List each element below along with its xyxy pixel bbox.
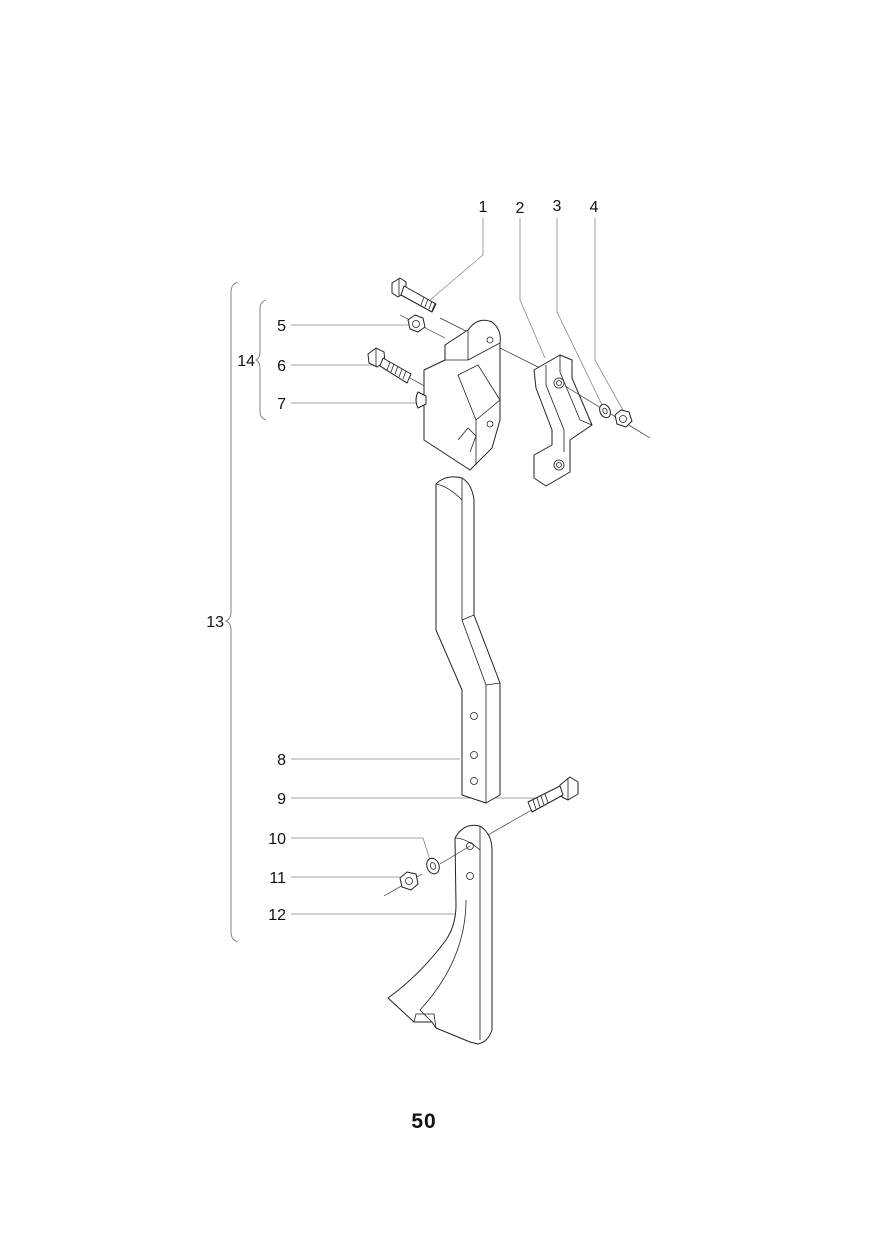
callout-2: 2 bbox=[516, 200, 525, 217]
callout-7: 7 bbox=[277, 396, 286, 413]
part-10-washer bbox=[426, 845, 471, 875]
callout-4: 4 bbox=[590, 199, 599, 216]
callouts: 1 2 3 4 5 6 7 8 9 10 11 12 13 14 bbox=[206, 198, 598, 924]
page-number: 50 bbox=[411, 1110, 436, 1133]
part-8-shank bbox=[435, 476, 501, 804]
callout-6: 6 bbox=[277, 358, 286, 375]
callout-3: 3 bbox=[553, 198, 562, 215]
callout-9: 9 bbox=[277, 791, 286, 808]
callout-8: 8 bbox=[277, 752, 286, 769]
part-9-bolt bbox=[487, 776, 579, 836]
part-4-nut bbox=[614, 409, 633, 428]
leader-lines bbox=[291, 218, 625, 915]
part-6-bolt bbox=[367, 347, 429, 389]
callout-10: 10 bbox=[268, 831, 286, 848]
callout-12: 12 bbox=[268, 907, 286, 924]
part-2-link-plate bbox=[533, 354, 651, 487]
callout-5: 5 bbox=[277, 318, 286, 335]
callout-1: 1 bbox=[479, 199, 488, 216]
part-5-nut bbox=[399, 314, 446, 339]
part-3-washer bbox=[599, 403, 611, 419]
brace-assembly-14 bbox=[254, 299, 267, 421]
part-11-nut bbox=[383, 871, 423, 897]
callout-13: 13 bbox=[206, 614, 224, 631]
brace-assembly-13 bbox=[224, 281, 239, 943]
callout-14: 14 bbox=[237, 353, 255, 370]
part-12-point bbox=[387, 824, 493, 1045]
part-7-bracket-block bbox=[415, 319, 501, 471]
callout-11: 11 bbox=[269, 870, 286, 887]
